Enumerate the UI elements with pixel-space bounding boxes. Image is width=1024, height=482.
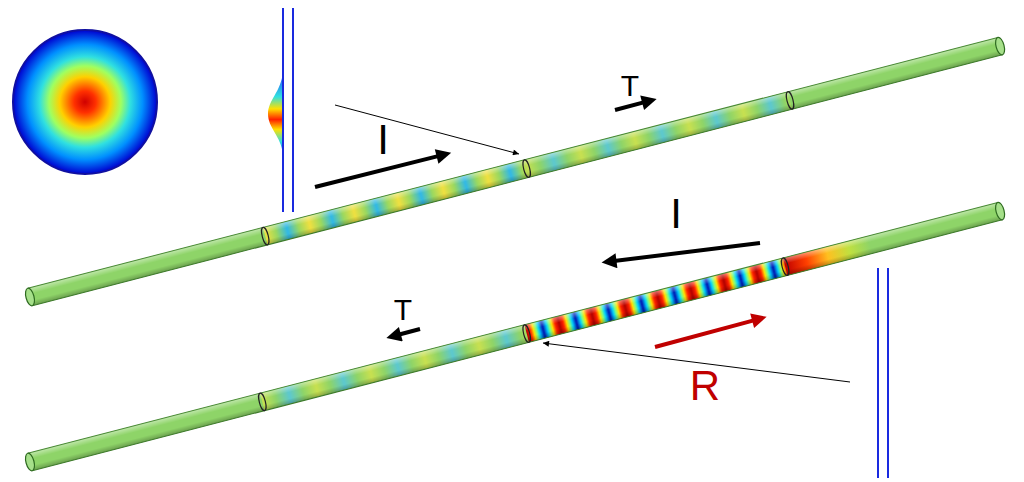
wave-label: T (394, 295, 412, 325)
pipe-end-cap (24, 287, 36, 306)
reflected-arrow (655, 320, 757, 347)
waveguide-pipe (24, 36, 1006, 306)
junction-ring (522, 324, 532, 343)
mode-shape-curve (268, 72, 283, 154)
port-plane-bottom (878, 268, 888, 478)
pipe-edge (32, 220, 1002, 471)
pipe-edge (28, 202, 998, 453)
port-line (887, 268, 889, 478)
junction-ring (780, 257, 790, 276)
port-plane-top (268, 8, 293, 212)
junction-ring (260, 227, 270, 246)
port-line (877, 268, 879, 478)
transmitted-arrow (615, 102, 647, 110)
pipe-shading (28, 37, 1003, 305)
pipe-edge (32, 55, 1002, 306)
junction-ring (785, 91, 795, 110)
leader-line (335, 105, 519, 154)
pipe-body (28, 37, 1003, 305)
wave-label: I (670, 193, 682, 235)
wave-label: I (377, 119, 389, 161)
port-line (292, 8, 294, 212)
pipe-end-cap (994, 201, 1006, 220)
incident-arrow (612, 243, 760, 261)
wave-label: R (690, 365, 720, 407)
pipe-end-cap (24, 452, 36, 471)
junction-ring (257, 392, 267, 411)
pipe-end-cap (994, 36, 1006, 55)
pipe-shading (28, 202, 1003, 470)
wave-label: T (621, 71, 639, 101)
mode-profile-disk (13, 30, 157, 174)
port-line (282, 8, 284, 212)
pipe-body (28, 202, 1003, 470)
waveguide-pipe (24, 201, 1006, 471)
transmitted-arrow (397, 329, 421, 335)
junction-ring (522, 159, 532, 178)
